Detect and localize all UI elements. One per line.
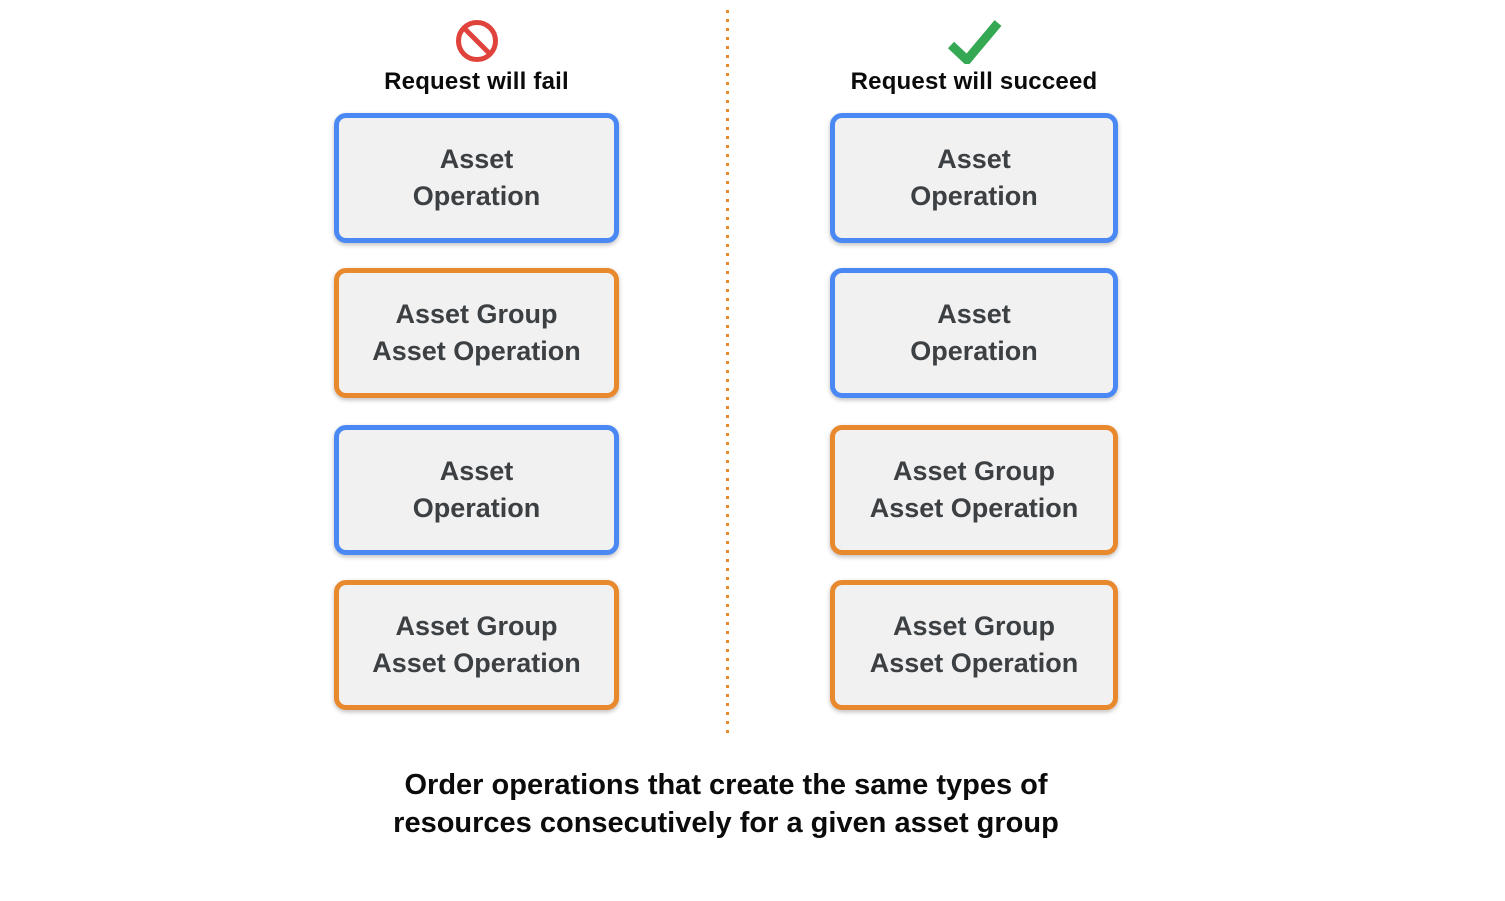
box-label-line: Asset Operation xyxy=(869,648,1079,678)
asset-operation-box: Asset Operation xyxy=(830,113,1118,243)
box-label-line: Operation xyxy=(910,181,1038,211)
asset-group-asset-operation-box: Asset Group Asset Operation xyxy=(830,580,1118,710)
asset-operation-box: Asset Operation xyxy=(334,425,619,555)
box-label-line: Operation xyxy=(910,336,1038,366)
asset-operation-box: Asset Operation xyxy=(830,268,1118,398)
column-divider xyxy=(726,10,729,738)
box-label-line: Asset xyxy=(439,456,514,486)
checkmark-icon xyxy=(830,18,1118,64)
box-label-line: Asset Group xyxy=(395,299,558,329)
box-label-line: Asset Operation xyxy=(869,493,1079,523)
prohibition-icon xyxy=(334,16,619,64)
box-label-line: Asset Group xyxy=(892,611,1056,641)
asset-group-asset-operation-box: Asset Group Asset Operation xyxy=(830,425,1118,555)
box-label-line: Asset xyxy=(439,144,514,174)
fail-column-header: Request will fail xyxy=(384,68,569,95)
asset-group-asset-operation-box: Asset Group Asset Operation xyxy=(334,580,619,710)
box-label-line: Asset xyxy=(937,144,1011,174)
box-label-line: Asset xyxy=(937,299,1011,329)
asset-operation-box: Asset Operation xyxy=(334,113,619,243)
box-label-line: Operation xyxy=(412,181,541,211)
asset-group-asset-operation-box: Asset Group Asset Operation xyxy=(334,268,619,398)
box-label-line: Operation xyxy=(412,493,541,523)
succeed-column-header: Request will succeed xyxy=(850,68,1098,95)
box-label-line: Asset Operation xyxy=(372,336,581,366)
box-label-line: Asset Operation xyxy=(372,648,581,678)
box-label-line: Asset Group xyxy=(395,611,558,641)
diagram-caption: Order operations that create the same ty… xyxy=(393,769,1059,839)
box-label-line: Asset Group xyxy=(892,456,1056,486)
